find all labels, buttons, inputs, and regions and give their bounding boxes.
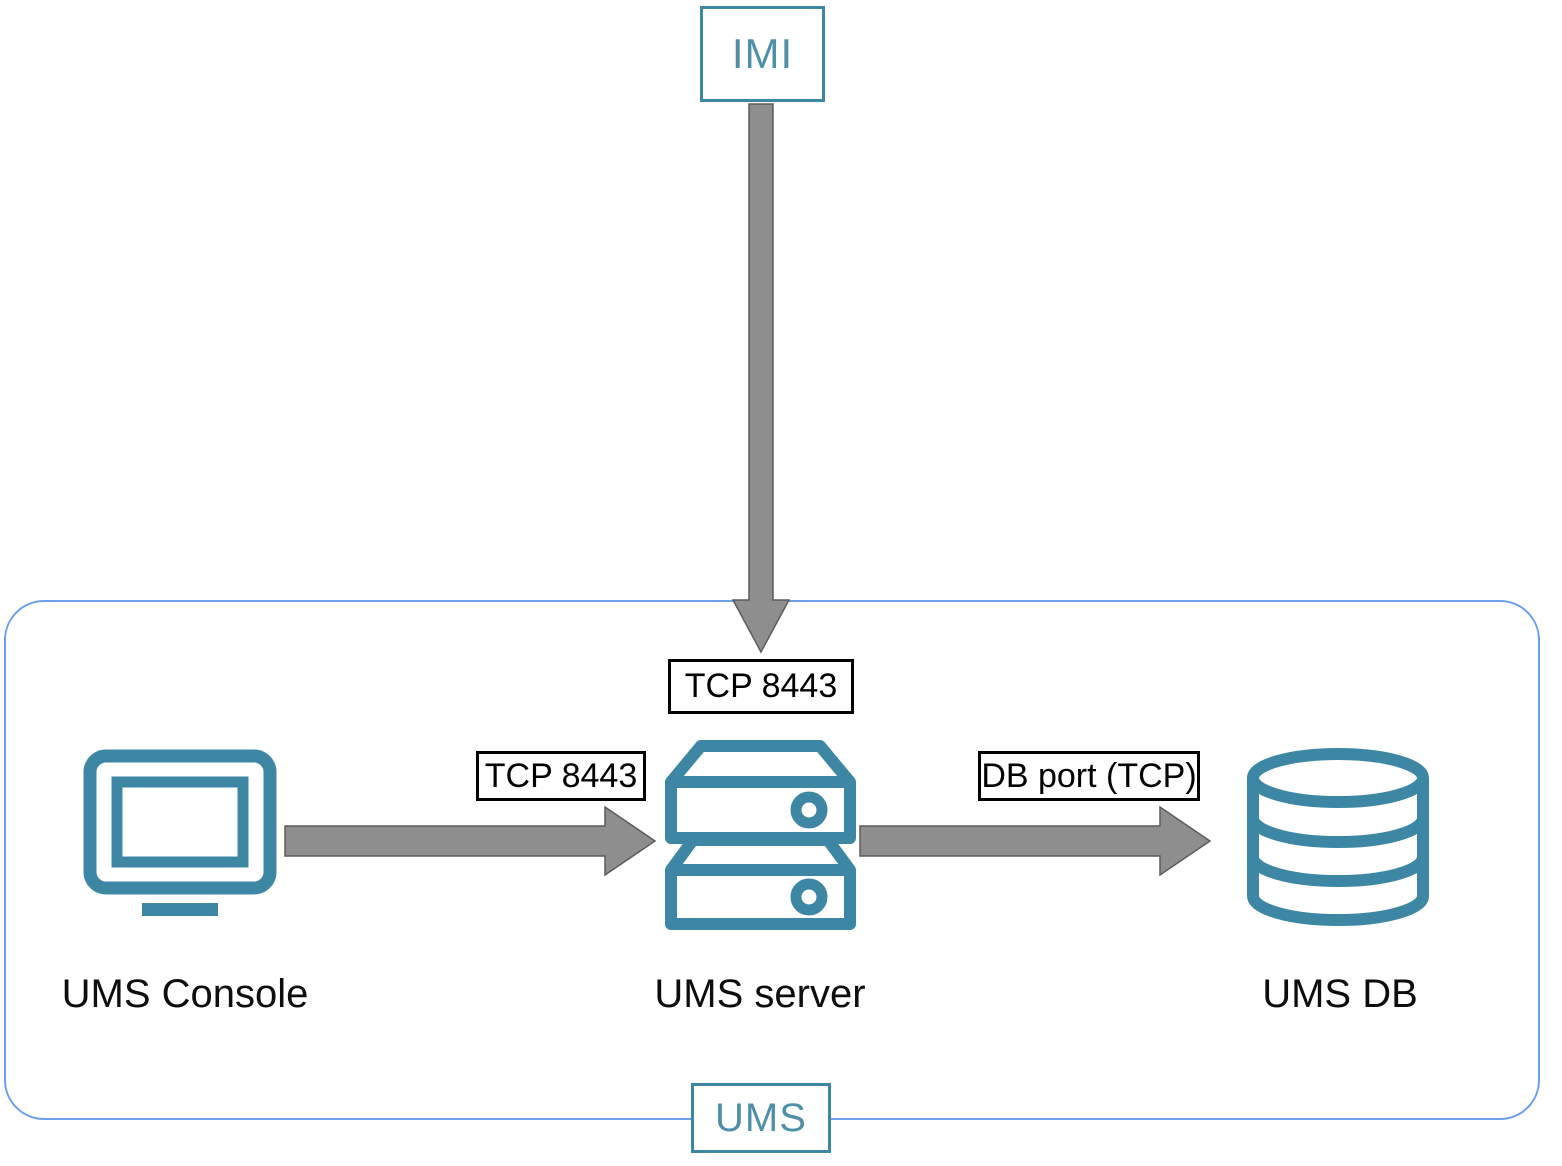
node-caption-ums-server: UMS server bbox=[654, 972, 866, 1016]
node-caption-ums-db: UMS DB bbox=[1262, 972, 1418, 1016]
label-tcp-8443-console: TCP 8443 bbox=[476, 751, 646, 801]
label-db-port-tcp: DB port (TCP) bbox=[978, 751, 1200, 801]
arrow-server-to-db bbox=[859, 805, 1212, 877]
server-rack-icon bbox=[665, 740, 856, 930]
label-tcp-8443-imi: TCP 8443 bbox=[668, 659, 854, 714]
ums-zone-label: UMS bbox=[691, 1083, 831, 1153]
database-cylinder-icon bbox=[1247, 748, 1429, 926]
arrow-console-to-server bbox=[284, 805, 657, 877]
arrow-imi-to-server bbox=[731, 103, 791, 654]
node-caption-ums-console: UMS Console bbox=[61, 972, 309, 1016]
imi-node-box: IMI bbox=[700, 6, 825, 102]
monitor-icon bbox=[83, 749, 277, 916]
